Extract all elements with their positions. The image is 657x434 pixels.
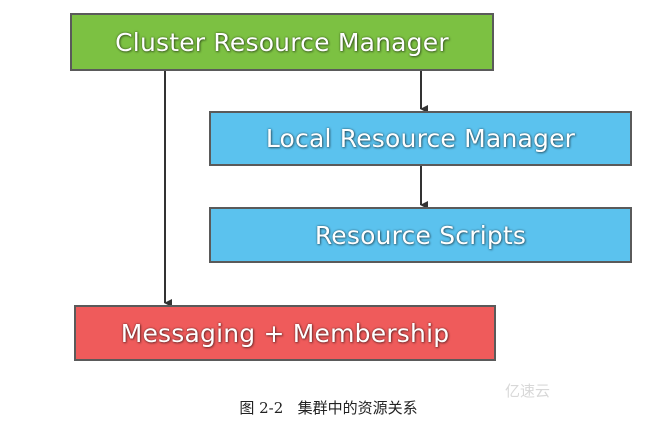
figure-title: 集群中的资源关系: [297, 399, 418, 417]
cluster-resource-manager-label: Cluster Resource Manager: [115, 27, 449, 57]
resource-scripts-label: Resource Scripts: [314, 220, 527, 250]
messaging-membership-label: Messaging + Membership: [120, 318, 450, 348]
local-resource-manager-box: Local Resource Manager: [209, 111, 632, 166]
resource-scripts-box: Resource Scripts: [209, 207, 632, 263]
watermark: 亿速云: [505, 382, 551, 400]
messaging-membership-box: Messaging + Membership: [74, 305, 496, 361]
local-resource-manager-label: Local Resource Manager: [265, 124, 576, 153]
figure-caption: 图 2-2 集群中的资源关系: [0, 397, 657, 418]
figure-number: 图 2-2: [239, 399, 284, 417]
cluster-resource-manager-box: Cluster Resource Manager: [70, 13, 494, 71]
